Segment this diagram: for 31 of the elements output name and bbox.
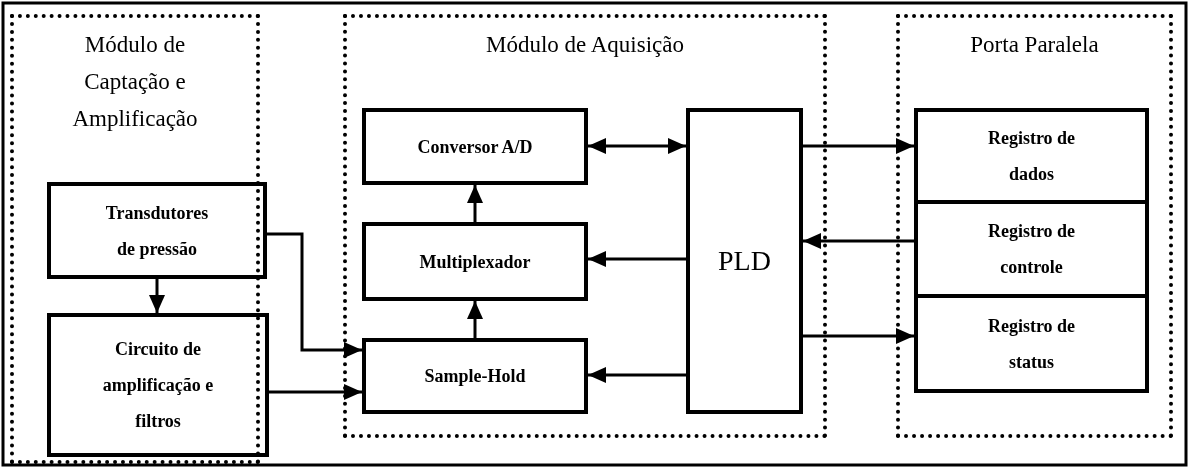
arrow — [267, 232, 362, 358]
component-box — [686, 108, 803, 414]
group-title: Módulo de Aquisição — [484, 31, 685, 59]
component-box — [47, 313, 269, 457]
box-label: Multiplexador — [419, 250, 531, 274]
module-group — [896, 14, 1173, 438]
box-label: Sample-Hold — [424, 365, 526, 388]
component-box — [362, 108, 588, 185]
box-label: Registro de controle — [986, 220, 1077, 279]
arrow — [269, 384, 362, 400]
component-box — [362, 338, 588, 414]
arrow — [149, 279, 165, 313]
arrow — [467, 185, 483, 222]
box-label: Registro de dados — [986, 127, 1077, 186]
arrow — [467, 301, 483, 338]
arrow — [803, 138, 914, 154]
box-label: Registro de status — [986, 314, 1077, 374]
box-label: PLD — [718, 244, 771, 278]
box-label: Transdutores de pressão — [104, 201, 210, 261]
group-title: Porta Paralela — [969, 31, 1100, 59]
component-box — [362, 222, 588, 301]
group-title: Módulo de Captação e Amplificação — [71, 31, 199, 133]
component-box — [47, 182, 267, 279]
arrow — [803, 233, 914, 249]
arrow — [588, 367, 686, 383]
arrow — [588, 138, 686, 154]
box-label: Conversor A/D — [417, 135, 533, 159]
module-group — [343, 14, 827, 438]
arrow — [588, 251, 686, 267]
box-label: Circuito de amplificação e filtros — [101, 338, 215, 433]
arrow — [803, 328, 914, 344]
